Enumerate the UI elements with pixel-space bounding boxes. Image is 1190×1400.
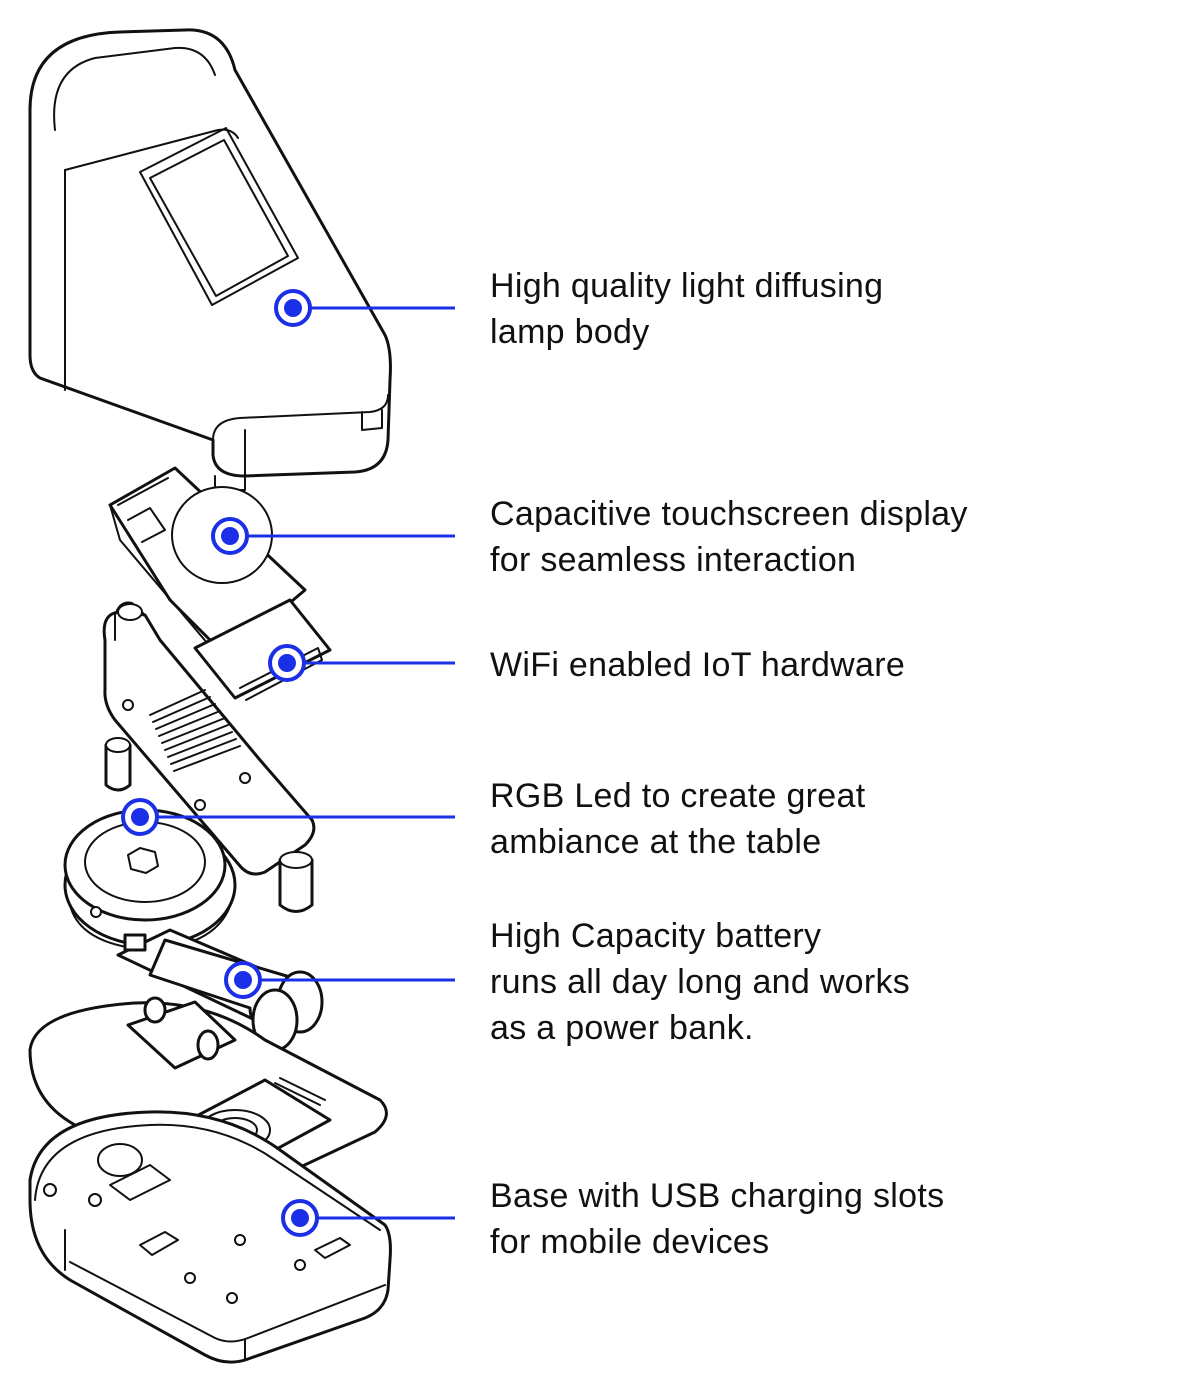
marker-dot (278, 654, 296, 672)
callout-text-touchscreen: Capacitive touchscreen display for seaml… (490, 495, 968, 579)
callout-text-rgb-led: RGB Led to create great ambiance at the … (490, 777, 866, 861)
iot-board-drawing (102, 601, 316, 913)
callout-text-base: Base with USB charging slots for mobile … (490, 1177, 945, 1261)
callout-marker-touchscreen (211, 517, 455, 555)
lamp-body-drawing (28, 28, 392, 491)
callout-marker-rgb-led (121, 798, 455, 836)
base-housing-drawing (28, 1110, 392, 1364)
callout-text-battery: High Capacity battery runs all day long … (490, 917, 911, 1047)
callout-text-iot-hardware: WiFi enabled IoT hardware (490, 646, 906, 684)
callout-marker-iot-hardware (268, 644, 455, 682)
callout-marker-battery (224, 961, 455, 999)
marker-dot (221, 527, 239, 545)
callout-marker-base (281, 1199, 455, 1237)
callout-text-lamp-body: High quality light diffusing lamp body (490, 267, 884, 351)
marker-dot (234, 971, 252, 989)
callout-marker-lamp-body (274, 289, 455, 327)
marker-dot (284, 299, 302, 317)
callout-leaders (121, 289, 455, 1237)
marker-dot (131, 808, 149, 826)
marker-dot (291, 1209, 309, 1227)
